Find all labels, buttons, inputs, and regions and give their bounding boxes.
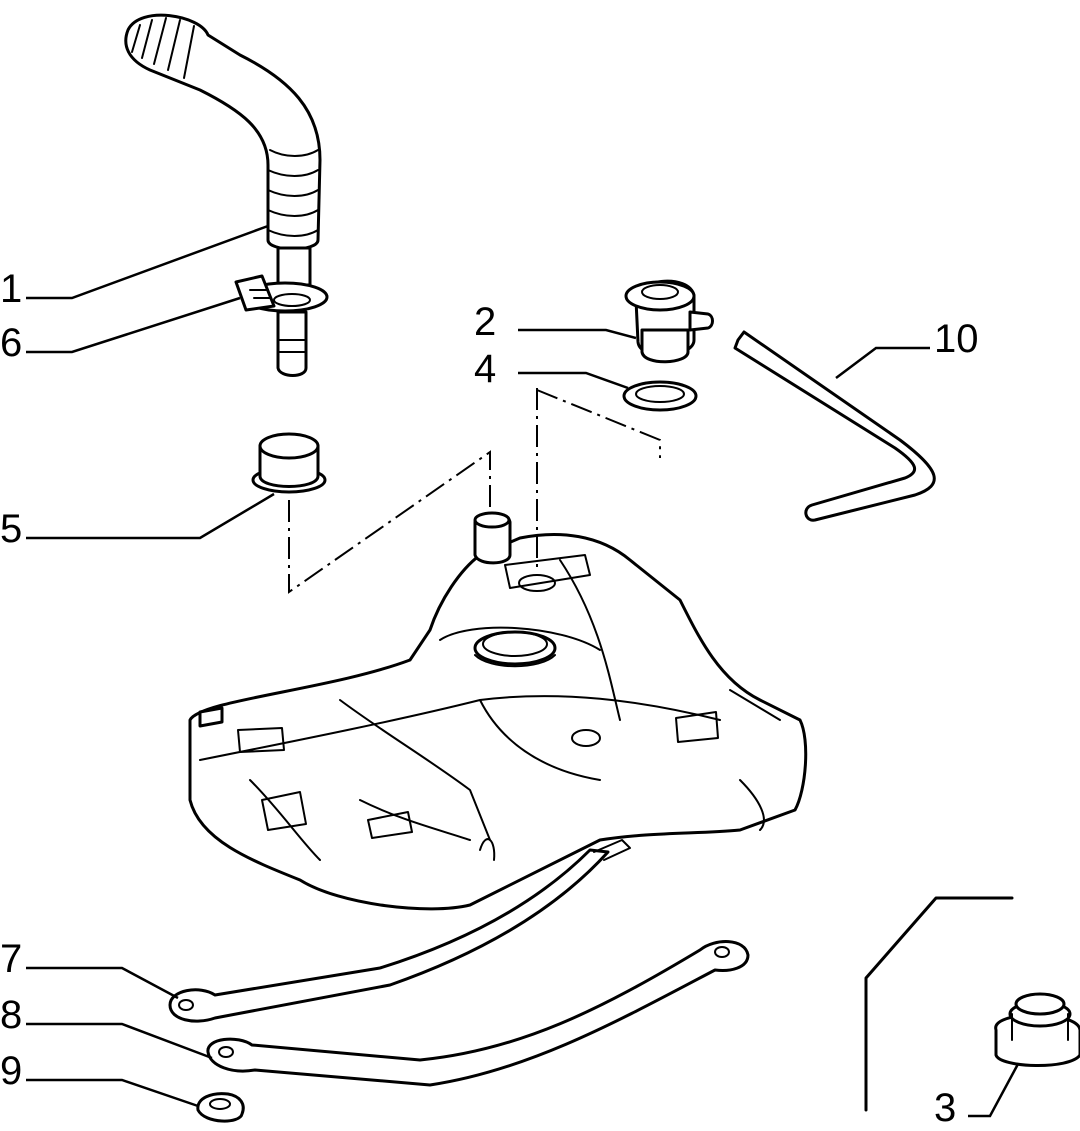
vent-hose bbox=[733, 330, 936, 522]
callout-2: 2 bbox=[474, 300, 496, 344]
assembly-lines bbox=[288, 388, 661, 594]
tank-strap-rear bbox=[206, 940, 750, 1087]
callout-3: 3 bbox=[934, 1086, 956, 1130]
strap-nut bbox=[196, 1092, 245, 1123]
detail-bracket bbox=[864, 896, 1014, 1112]
hose-clamp bbox=[234, 274, 329, 313]
callout-10: 10 bbox=[934, 317, 979, 361]
callout-5: 5 bbox=[0, 507, 22, 551]
callout-1: 1 bbox=[0, 267, 22, 311]
leader-lines bbox=[26, 224, 1020, 1118]
vent-valve bbox=[624, 279, 714, 364]
grommet-cap bbox=[251, 432, 327, 494]
locking-ring-detail bbox=[994, 992, 1080, 1067]
callout-8: 8 bbox=[0, 993, 22, 1037]
callout-9: 9 bbox=[0, 1049, 22, 1093]
fuel-tank bbox=[188, 511, 808, 911]
callout-7: 7 bbox=[0, 937, 22, 981]
seal-ring bbox=[622, 380, 698, 412]
callout-4: 4 bbox=[474, 347, 496, 391]
tank-strap-front bbox=[168, 839, 631, 1023]
filler-neck-hose bbox=[124, 13, 322, 377]
callout-6: 6 bbox=[0, 321, 22, 365]
